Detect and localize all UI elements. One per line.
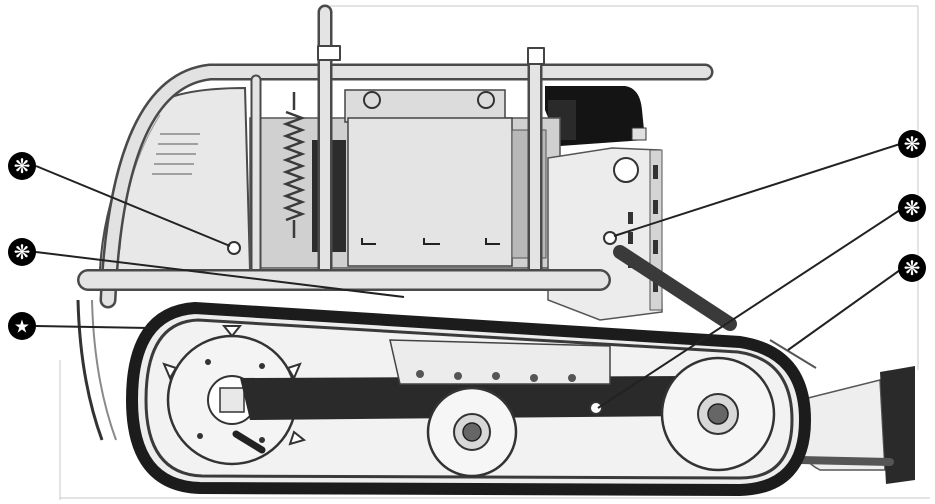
callout-badge xyxy=(8,312,36,340)
asterisk-icon: ❋ xyxy=(14,240,31,264)
blade-assembly xyxy=(769,339,915,484)
asterisk-icon: ❋ xyxy=(904,196,921,220)
bogie-wheel xyxy=(426,386,518,478)
callout-lube-point-5: ❋ xyxy=(898,254,926,282)
callout-lube-point-3: ❋ xyxy=(898,130,926,158)
star-icon: ★ xyxy=(14,317,30,338)
callout-badge xyxy=(8,152,36,180)
rear-mount-plate xyxy=(547,147,663,321)
push-arm xyxy=(613,245,737,331)
track-frame-rail xyxy=(240,339,690,420)
tension-spring xyxy=(282,92,306,238)
leader-line-1 xyxy=(35,165,231,247)
front-bumper xyxy=(76,299,117,441)
roll-bar-frame xyxy=(77,4,714,309)
rear-grease-fitting xyxy=(603,231,617,245)
leader-line-2 xyxy=(35,251,405,298)
callout-lube-point-2: ❋ xyxy=(8,238,36,266)
idler-wheel xyxy=(660,356,776,472)
asterisk-icon: ❋ xyxy=(904,256,921,280)
callout-badge xyxy=(898,194,926,222)
leader-line-5 xyxy=(597,209,901,409)
asterisk-icon: ❋ xyxy=(904,132,921,156)
background-guides xyxy=(59,5,930,500)
bogie-grease-fitting xyxy=(589,401,603,415)
leader-line-6 xyxy=(787,269,901,351)
callout-lube-point-1: ❋ xyxy=(8,152,36,180)
callout-badge xyxy=(898,130,926,158)
callout-markers: ❋ ❋ ★ ❋ ❋ ❋ xyxy=(8,130,926,340)
drive-sprocket xyxy=(162,325,307,466)
front-grease-fitting xyxy=(227,241,241,255)
asterisk-icon: ❋ xyxy=(14,154,31,178)
leader-lines xyxy=(35,143,901,409)
callout-badge xyxy=(8,238,36,266)
leader-line-4 xyxy=(613,143,901,237)
callout-track-tension-point: ★ xyxy=(8,312,36,340)
leader-line-3 xyxy=(35,325,151,329)
callout-lube-point-4: ❋ xyxy=(898,194,926,222)
callout-badge xyxy=(898,254,926,282)
